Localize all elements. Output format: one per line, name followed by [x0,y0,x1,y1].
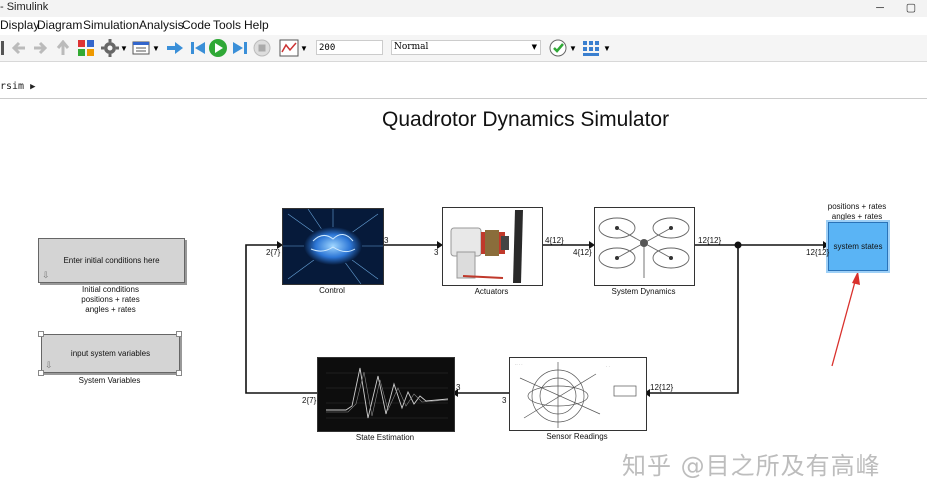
scope-dropdown-icon[interactable]: ▼ [300,43,308,53]
watermark: 知乎 @目之所及有高峰 [622,452,881,480]
selection-handle[interactable] [176,370,182,376]
control-caption: Control [319,286,345,295]
sensor-readings-caption: Sensor Readings [546,432,608,441]
caption-line: angles + rates [85,305,136,314]
build-icon[interactable] [580,38,602,58]
step-forward-icon[interactable] [230,38,250,58]
breadcrumb-model[interactable]: rsim [0,81,25,92]
breadcrumb-bar: rsim ▶ [0,62,927,99]
system-variables-block[interactable]: input system variables ⇩ [41,334,180,373]
menu-diagram[interactable]: Diagram [37,18,83,32]
svg-text:·· · ·: ·· · · [515,362,523,367]
estimation-plot-image [318,358,454,431]
actuators-caption: Actuators [474,287,509,296]
build-dropdown-icon[interactable]: ▼ [603,43,611,53]
actuators-out-port: 4{12} [545,236,564,245]
sensors-out-port: 3 [502,396,507,405]
menu-bar: Display Diagram Simulation Analysis Code… [0,17,927,35]
system-dynamics-block[interactable] [594,207,695,286]
brain-image [283,209,383,284]
menu-tools[interactable]: Tools [213,18,242,32]
update-diagram-icon[interactable] [165,38,185,58]
caption-line: Initial conditions [82,285,139,294]
breadcrumb[interactable]: rsim ▶ [0,81,36,92]
diagram-canvas[interactable] [0,99,927,500]
selection-handle[interactable] [38,331,44,337]
initial-conditions-caption: Initial conditions positions + rates ang… [38,285,183,315]
system-dynamics-caption: System Dynamics [611,287,676,296]
actuators-in-port: 3 [434,248,439,257]
model-advisor-icon[interactable] [547,38,569,58]
menu-analysis[interactable]: Analysis [139,18,184,32]
menu-display[interactable]: Display [0,18,40,32]
simulation-mode-value: Normal [394,42,429,52]
estimation-out-port: 2{7} [302,396,317,405]
control-in-port: 2{7} [266,248,281,257]
step-back-icon[interactable] [188,38,208,58]
state-estimation-caption: State Estimation [355,433,415,442]
selection-handle[interactable] [176,331,182,337]
dynamics-out-port: 12{12} [698,236,722,245]
menu-help[interactable]: Help [244,18,269,32]
quadrotor-image [598,217,690,278]
stop-button[interactable] [252,38,272,58]
toolbar-edge [0,38,4,58]
sensor-readings-block[interactable]: ·· · · · · [509,357,647,431]
link-arrow-icon: ⇩ [42,270,50,280]
dynamics-in-port: 4{12} [573,248,592,257]
initial-conditions-block[interactable]: Enter initial conditions here ⇩ [38,238,185,283]
explorer-dropdown-icon[interactable]: ▼ [152,43,160,53]
system-variables-label: input system variables [70,349,151,358]
up-arrow-icon[interactable] [54,38,72,58]
caption-line: angles + rates [831,212,883,221]
initial-conditions-label: Enter initial conditions here [63,256,160,265]
breadcrumb-arrow-icon: ▶ [30,82,36,92]
system-states-block[interactable]: system states [828,222,888,271]
forward-arrow-icon[interactable] [31,38,49,58]
actuators-block[interactable] [442,207,543,286]
gear-icon[interactable] [100,38,120,58]
menu-simulation[interactable]: Simulation [83,18,140,32]
link-arrow-icon: ⇩ [45,360,53,370]
sensors-in-port: 12{12} [650,383,674,392]
back-arrow-icon[interactable] [10,38,28,58]
motor-image [450,210,523,283]
settings-dropdown-icon[interactable]: ▼ [120,43,128,53]
simulation-mode-select[interactable]: Normal ▼ [391,40,541,55]
run-button[interactable] [208,38,228,58]
system-states-label: system states [833,242,883,251]
diagram-title: Quadrotor Dynamics Simulator [382,108,670,131]
menu-code[interactable]: Code [182,18,211,32]
scope-icon[interactable] [278,38,300,58]
minimize-button[interactable]: ─ [876,2,884,14]
svg-text:· ·: · · [606,364,610,369]
stop-time-field[interactable] [316,40,383,55]
control-block[interactable] [282,208,384,285]
system-variables-caption: System Variables [78,376,141,385]
maximize-button[interactable]: ▢ [905,2,917,14]
toolbar: ▼ ▼ ▼ ▼ ▼ [0,35,927,62]
caption-line: positions + rates [81,295,140,304]
system-states-caption: positions + rates angles + rates [814,202,900,222]
window-title: - Simulink [0,1,49,13]
selection-handle[interactable] [38,370,44,376]
caption-line: positions + rates [827,202,887,211]
library-browser-icon[interactable] [76,38,96,58]
states-in-port: 12{12} [806,248,830,257]
state-estimation-block[interactable] [317,357,455,432]
advisor-dropdown-icon[interactable]: ▼ [569,43,577,53]
sensor-sketch-image: ·· · · · · [515,362,637,428]
estimation-in-port: 3 [456,383,461,392]
control-out-port: 3 [384,236,389,245]
model-explorer-icon[interactable] [131,38,151,58]
chevron-down-icon: ▼ [531,43,537,51]
